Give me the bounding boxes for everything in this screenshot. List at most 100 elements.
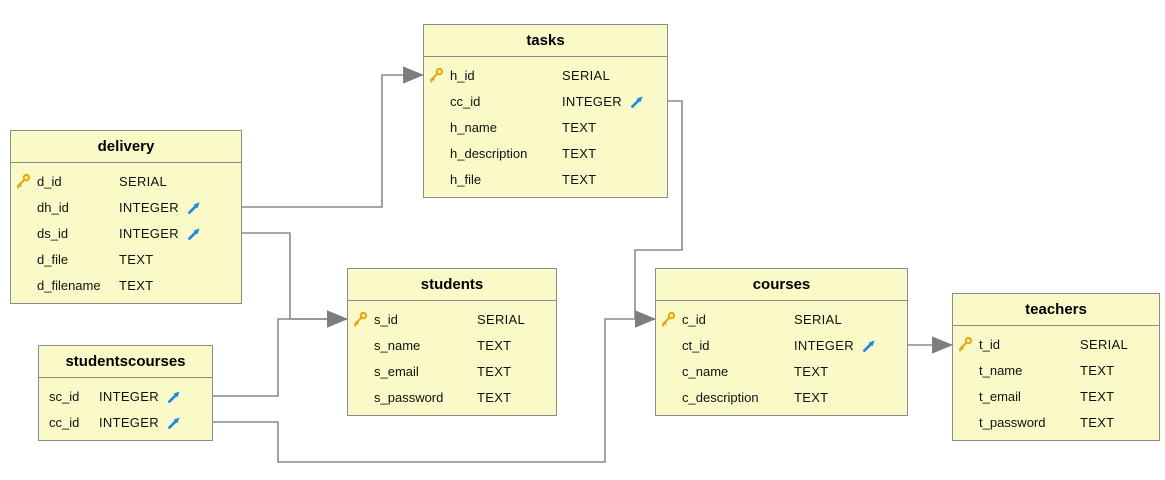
field-row: t_name TEXT [955,357,1153,383]
field-type: SERIAL [477,311,526,327]
field-name: dh_id [37,199,69,215]
foreign-key-icon [186,199,203,216]
field-name: c_name [682,363,729,379]
primary-key-icon [14,172,32,190]
field-name: c_id [682,311,706,327]
field-name: d_file [37,251,69,267]
field-row: dh_id INTEGER [13,194,235,220]
field-type: TEXT [477,363,512,379]
field-name: ds_id [37,225,69,241]
field-type: INTEGER [794,337,854,353]
field-name: sc_id [49,388,80,404]
field-name: h_description [450,145,528,161]
field-type: TEXT [477,389,512,405]
table-delivery-fields: d_id SERIAL dh_id INTEGER ds_id INTEGER … [11,163,241,303]
relationship-tasks-cc_id-to-courses[interactable] [634,100,683,328]
field-type: TEXT [1080,388,1115,404]
foreign-key-icon [166,388,183,405]
field-name: s_id [374,311,398,327]
table-studentscourses-title[interactable]: studentscourses [39,346,212,378]
primary-key-icon [351,310,369,328]
table-tasks-fields: h_id SERIAL cc_id INTEGER h_name TEXT h_… [424,57,667,197]
table-teachers-fields: t_id SERIAL t_name TEXT t_email TEXT t_p… [953,326,1159,440]
field-row: t_password TEXT [955,409,1153,435]
table-teachers[interactable]: teachers t_id SERIAL t_name TEXT t_email… [952,293,1160,441]
field-name: cc_id [49,414,80,430]
field-name: t_id [979,336,1000,352]
field-type: TEXT [562,119,597,135]
field-type: TEXT [119,277,154,293]
field-name: ct_id [682,337,710,353]
field-type: TEXT [1080,362,1115,378]
field-type: TEXT [562,171,597,187]
field-type: TEXT [119,251,154,267]
field-type: INTEGER [562,93,622,109]
field-name: t_email [979,388,1021,404]
field-row: t_email TEXT [955,383,1153,409]
field-name: d_filename [37,277,101,293]
field-row: h_description TEXT [426,140,661,166]
field-type: TEXT [562,145,597,161]
foreign-key-icon [186,225,203,242]
table-studentscourses[interactable]: studentscourses sc_id INTEGER cc_id INTE… [38,345,213,441]
field-type: TEXT [794,363,829,379]
table-students-title[interactable]: students [348,269,556,301]
field-type: INTEGER [99,414,159,430]
field-name: cc_id [450,93,481,109]
field-row: s_name TEXT [350,332,550,358]
field-row: cc_id INTEGER [426,88,661,114]
field-name: h_file [450,171,482,187]
field-name: s_name [374,337,421,353]
relationship-delivery-dh_id-to-tasks[interactable] [242,66,424,208]
field-row: d_filename TEXT [13,272,235,298]
field-row: h_file TEXT [426,166,661,192]
table-teachers-title[interactable]: teachers [953,294,1159,326]
field-name: h_name [450,119,497,135]
field-name: s_email [374,363,419,379]
field-row: d_file TEXT [13,246,235,272]
table-courses[interactable]: courses c_id SERIAL ct_id INTEGER c_name… [655,268,908,416]
field-row: s_email TEXT [350,358,550,384]
field-row: sc_id INTEGER [41,383,206,409]
table-students-fields: s_id SERIAL s_name TEXT s_email TEXT s_p… [348,301,556,415]
field-row: d_id SERIAL [13,168,235,194]
field-type: INTEGER [119,199,179,215]
field-row: s_id SERIAL [350,306,550,332]
table-delivery[interactable]: delivery d_id SERIAL dh_id INTEGER ds_id… [10,130,242,304]
field-row: ds_id INTEGER [13,220,235,246]
table-delivery-title[interactable]: delivery [11,131,241,163]
field-row: s_password TEXT [350,384,550,410]
primary-key-icon [659,310,677,328]
field-type: TEXT [794,389,829,405]
field-type: TEXT [477,337,512,353]
foreign-key-icon [861,337,878,354]
field-type: INTEGER [99,388,159,404]
table-students[interactable]: students s_id SERIAL s_name TEXT s_email… [347,268,557,416]
field-row: cc_id INTEGER [41,409,206,435]
relationship-studentscourses-sc_id-to-students[interactable] [213,310,348,397]
foreign-key-icon [629,93,646,110]
field-name: t_password [979,414,1046,430]
relationship-delivery-ds_id-to-students[interactable] [242,232,348,328]
field-name: t_name [979,362,1023,378]
primary-key-icon [427,66,445,84]
field-name: h_id [450,67,475,83]
table-studentscourses-fields: sc_id INTEGER cc_id INTEGER [39,378,212,440]
field-name: s_password [374,389,444,405]
table-tasks-title[interactable]: tasks [424,25,667,57]
field-row: c_id SERIAL [658,306,901,332]
field-row: c_description TEXT [658,384,901,410]
table-courses-fields: c_id SERIAL ct_id INTEGER c_name TEXT c_… [656,301,907,415]
table-tasks[interactable]: tasks h_id SERIAL cc_id INTEGER h_name T… [423,24,668,198]
field-type: TEXT [1080,414,1115,430]
relationship-studentscourses-cc_id-to-courses[interactable] [213,310,656,463]
primary-key-icon [956,335,974,353]
foreign-key-icon [166,414,183,431]
field-row: h_name TEXT [426,114,661,140]
field-type: INTEGER [119,225,179,241]
table-courses-title[interactable]: courses [656,269,907,301]
field-type: SERIAL [1080,336,1129,352]
field-type: SERIAL [562,67,611,83]
